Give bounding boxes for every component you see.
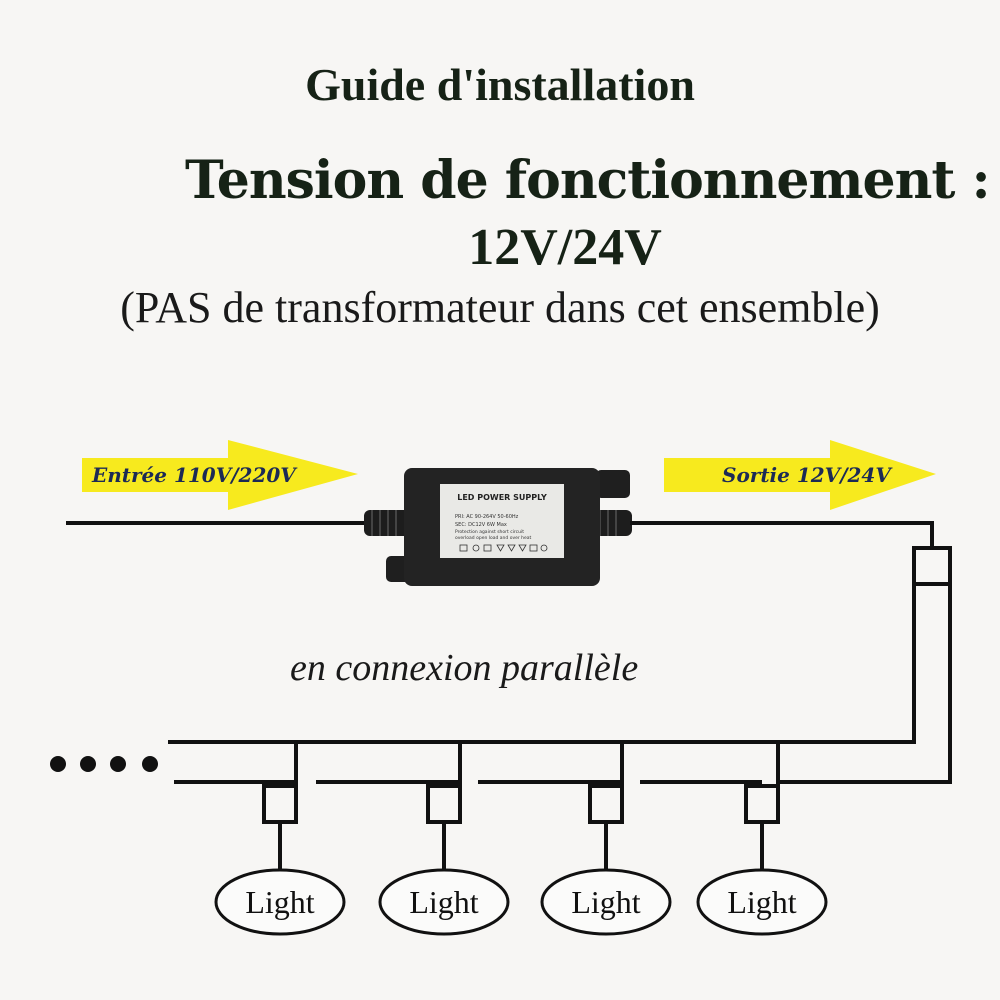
light-tap	[426, 742, 462, 872]
light-ellipse	[696, 868, 828, 936]
tension-heading: Tension de fonctionnement :	[185, 150, 991, 211]
tension-value: 12V/24V	[468, 219, 662, 276]
light-ellipse	[214, 868, 346, 936]
light-label: Light	[245, 884, 314, 920]
input-strain-relief	[364, 510, 412, 536]
parallel-connection-label: en connexion parallèle	[290, 647, 639, 689]
output-arrow: Sortie 12V/24V	[664, 440, 936, 510]
light-label: Light	[571, 884, 640, 920]
input-arrow: Entrée 110V/220V	[82, 440, 358, 510]
light-label: Light	[409, 884, 478, 920]
led-power-supply: LED POWER SUPPLY PRI: AC 90-264V 50-60Hz…	[386, 468, 630, 586]
light-label: Light	[727, 884, 796, 920]
no-transformer-note: (PAS de transformateur dans cet ensemble…	[120, 283, 880, 332]
rail-negative-right	[778, 584, 952, 784]
rail-positive	[168, 584, 916, 744]
light-node: Light	[378, 868, 510, 936]
input-arrow-shape	[82, 440, 358, 510]
certification-icons	[459, 544, 548, 552]
light-tap	[588, 742, 624, 872]
light-ellipse	[540, 868, 672, 936]
power-supply-spec-sec: SEC: DC12V 6W Max	[455, 522, 507, 528]
power-supply-spec-pri: PRI: AC 90-264V 50-60Hz	[455, 514, 519, 520]
light-node: Light	[214, 868, 346, 936]
light-tap	[262, 742, 298, 872]
continuation-dots	[50, 756, 158, 772]
light-node: Light	[540, 868, 672, 936]
output-arrow-label: Sortie 12V/24V	[722, 463, 893, 487]
output-arrow-shape	[664, 440, 936, 510]
light-ellipse	[378, 868, 510, 936]
light-node: Light	[696, 868, 828, 936]
output-junction	[912, 546, 952, 586]
power-supply-protection-1: Protection against short circuit	[455, 529, 524, 535]
power-supply-protection-2: overload open load and over heat	[455, 535, 532, 541]
guide-title: Guide d'installation	[305, 59, 695, 110]
light-tap	[744, 742, 780, 872]
output-wire	[630, 521, 934, 548]
input-arrow-label: Entrée 110V/220V	[91, 463, 298, 487]
power-supply-title: LED POWER SUPPLY	[457, 493, 547, 502]
